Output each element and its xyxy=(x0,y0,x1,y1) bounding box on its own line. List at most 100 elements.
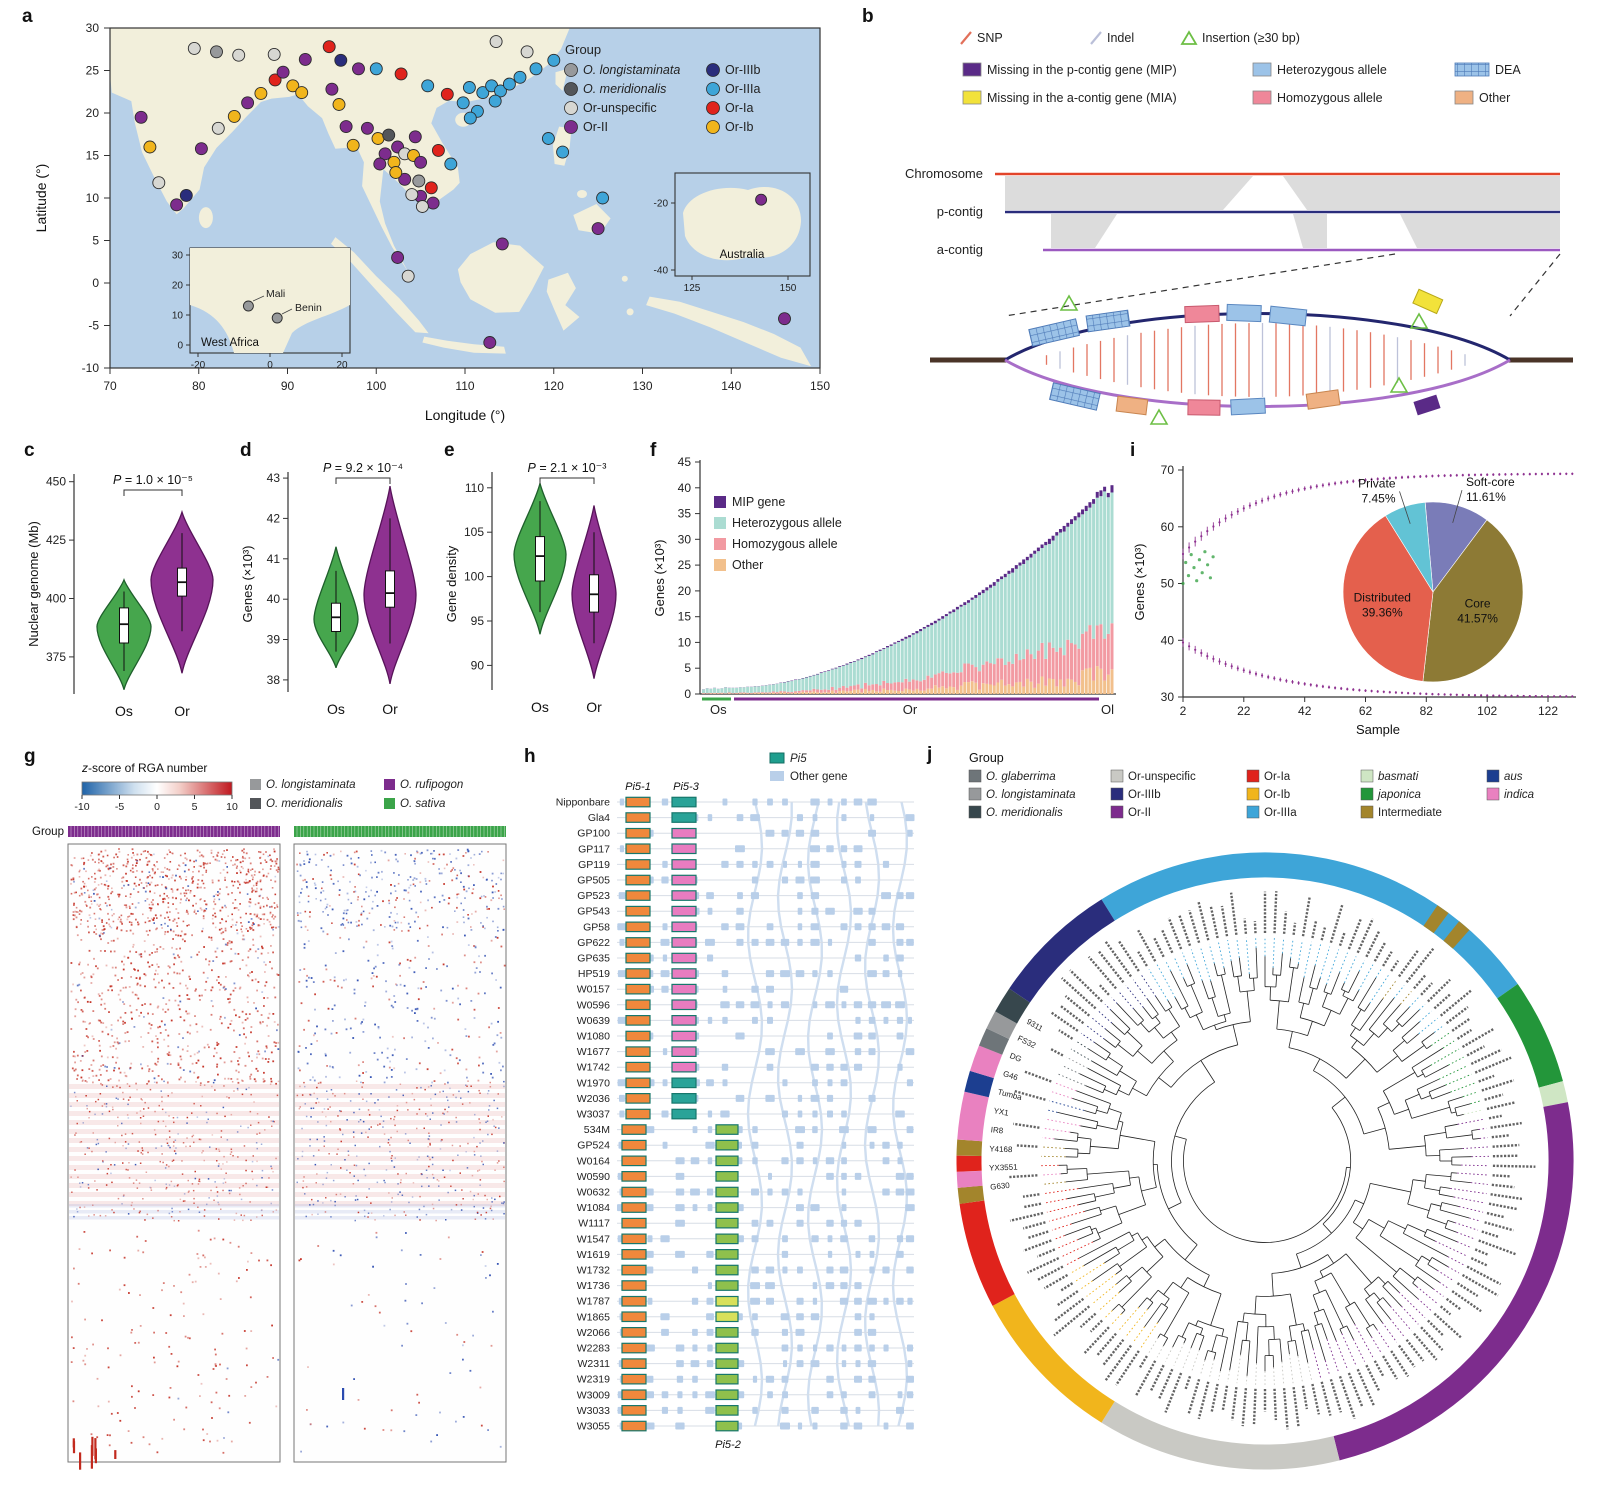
h-accession: W2319 xyxy=(577,1374,610,1386)
h-accession: W1117 xyxy=(578,1218,610,1230)
bar-seg xyxy=(1066,640,1069,679)
circular-phylogeny: Group G630YX3551Y4168IR8YX1TumbaG46DGFS3… xyxy=(925,746,1597,1482)
panel-j-label: j xyxy=(927,744,932,766)
other-gene-box xyxy=(661,939,670,946)
sativa-point xyxy=(1190,553,1193,556)
pi5-2-gene xyxy=(716,1359,738,1369)
a-xtick: 150 xyxy=(810,379,830,393)
bar-seg xyxy=(823,671,826,672)
bar-seg xyxy=(967,682,970,694)
other-gene-box xyxy=(907,1079,913,1086)
pi5-1-gene xyxy=(626,1000,650,1010)
other-gene-box xyxy=(620,845,624,852)
bar-seg xyxy=(871,653,874,654)
ytick: 40 xyxy=(267,592,281,606)
bar-seg xyxy=(731,688,734,693)
bar-seg xyxy=(882,689,885,694)
bar-seg xyxy=(901,691,904,694)
other-gene-box xyxy=(767,923,774,930)
f-ytick: 40 xyxy=(678,481,692,495)
j-legend-label: Or-Ia xyxy=(1264,771,1291,783)
bar-seg xyxy=(1030,682,1033,694)
colorbar-tick: 10 xyxy=(226,801,238,813)
other-gene-box xyxy=(842,1001,847,1008)
other-gene-box xyxy=(855,1048,861,1055)
bar-seg xyxy=(768,685,771,692)
pi5-2-gene xyxy=(716,1281,738,1291)
other-gene-box xyxy=(906,892,914,899)
other-gene-box xyxy=(618,1079,627,1086)
c-p-rest: = 1.0 × 10⁻⁵ xyxy=(121,473,193,487)
bar-seg xyxy=(1092,681,1095,694)
j-legend-label: O. meridionalis xyxy=(986,807,1063,819)
other-gene-box xyxy=(840,1064,847,1071)
d-ylabel: Genes (×10³) xyxy=(240,546,255,623)
f-ytick: 25 xyxy=(678,558,692,572)
bar-seg xyxy=(742,687,745,692)
map-point xyxy=(242,97,254,109)
other-gene-box xyxy=(705,1142,714,1149)
other-gene-box xyxy=(840,1298,848,1305)
bar-seg xyxy=(1037,551,1040,650)
i-xlabel: Sample xyxy=(1356,722,1400,737)
bar-seg xyxy=(1033,554,1036,659)
other-gene-box xyxy=(797,1360,804,1367)
map-point xyxy=(326,83,338,95)
bar-seg xyxy=(904,689,907,694)
other-gene-box xyxy=(708,908,713,915)
bar-seg xyxy=(1044,545,1047,659)
bar-seg xyxy=(875,691,878,694)
bar-seg xyxy=(978,592,981,595)
other-gene-box xyxy=(897,1064,902,1071)
other-gene-box xyxy=(692,1329,698,1336)
bar-seg xyxy=(1059,679,1062,694)
ytick: 42 xyxy=(267,511,281,525)
bar-seg xyxy=(993,686,996,695)
other-gene-box xyxy=(811,830,820,837)
a-xtick: 80 xyxy=(192,379,206,393)
bar-seg xyxy=(739,687,742,692)
bar-seg xyxy=(798,693,801,694)
h-accession: W0596 xyxy=(577,999,610,1011)
inset-australia: Australia xyxy=(675,173,810,276)
i-xtick: 62 xyxy=(1359,704,1373,718)
bar-seg xyxy=(1052,648,1055,679)
other-gene-box xyxy=(854,1282,861,1289)
other-gene-box xyxy=(782,1189,789,1196)
ytick: 38 xyxy=(267,673,281,687)
bar-seg xyxy=(930,623,933,625)
pi5-3-gene xyxy=(672,829,696,839)
other-gene-box xyxy=(827,1095,833,1102)
map-point xyxy=(402,270,414,282)
bar-seg xyxy=(820,690,823,693)
panel-f-label: f xyxy=(650,440,656,462)
other-gene-box xyxy=(906,1173,913,1180)
bar-seg xyxy=(1030,558,1033,655)
other-gene-box xyxy=(869,1048,876,1055)
other-gene-box xyxy=(828,1251,832,1258)
bar-seg xyxy=(938,620,941,673)
bar-seg xyxy=(776,693,779,694)
bar-seg xyxy=(1000,579,1003,658)
bar-seg xyxy=(982,665,985,684)
j-legend-swatch xyxy=(1247,806,1259,818)
legend-label: Or-Ib xyxy=(725,120,754,134)
au-ytick: -40 xyxy=(654,266,669,277)
other-gene-box xyxy=(896,955,904,962)
bar-seg xyxy=(860,688,863,692)
b-legend-label: Other xyxy=(1479,91,1510,105)
pi5-3-gene xyxy=(672,797,696,807)
bar-seg xyxy=(989,585,992,588)
bar-seg xyxy=(963,602,966,605)
bar-seg xyxy=(1088,508,1091,625)
bar-seg xyxy=(728,688,731,692)
map-point xyxy=(211,46,223,58)
other-gene-box xyxy=(660,1313,669,1320)
other-gene-box xyxy=(675,1423,684,1430)
other-gene-box xyxy=(765,1282,775,1289)
bar-seg xyxy=(1096,498,1099,626)
bar-seg xyxy=(930,689,933,694)
bar-seg xyxy=(952,609,955,612)
